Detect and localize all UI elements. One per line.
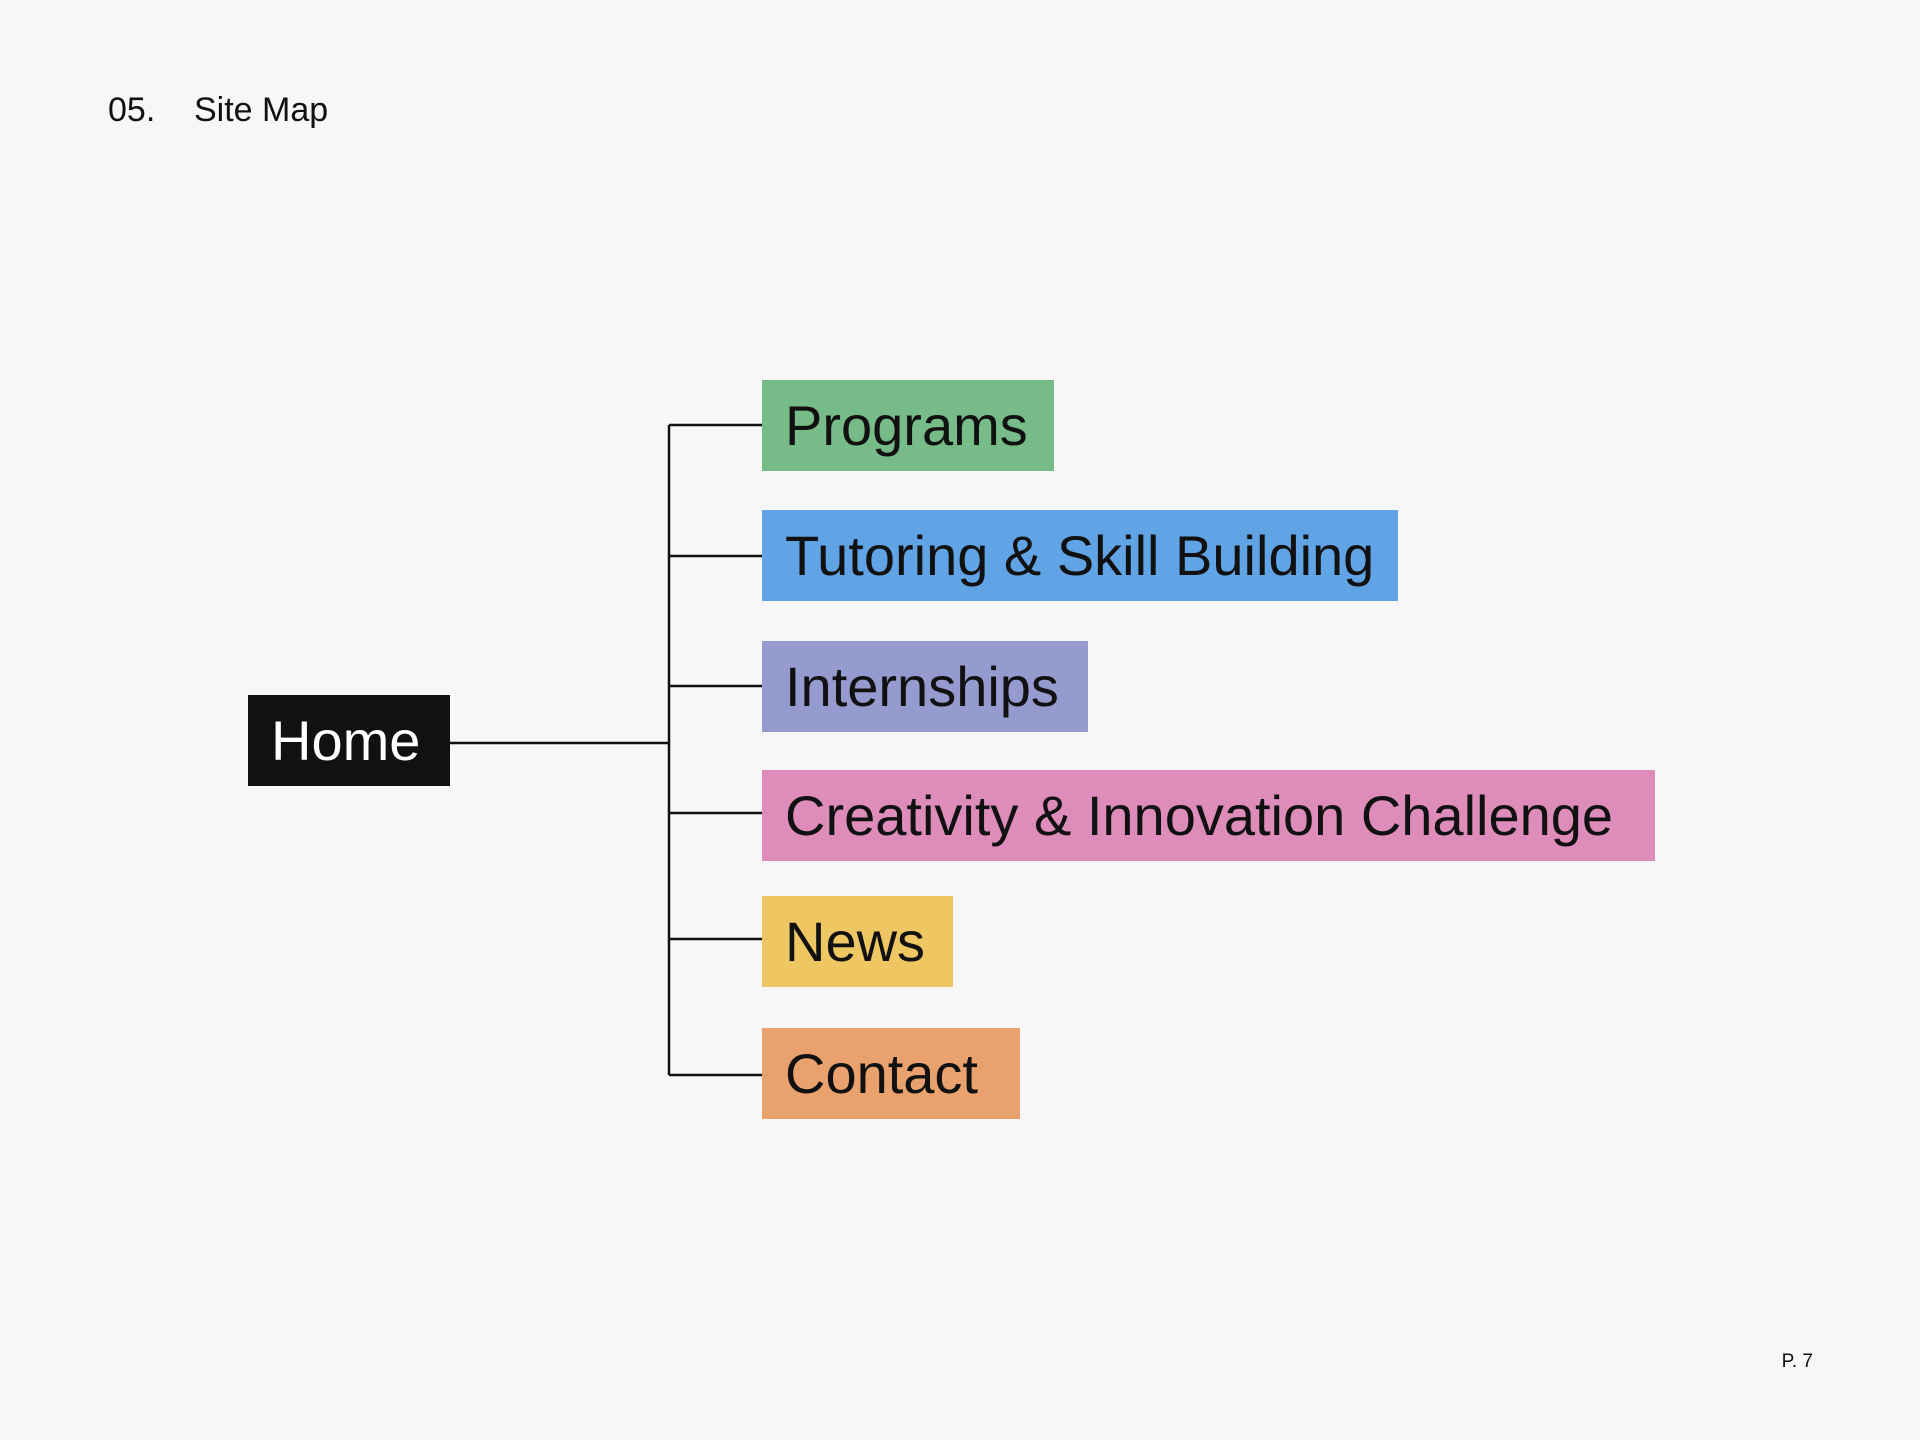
node-news: News [762,896,953,987]
node-contact: Contact [762,1028,1020,1119]
page-number: P. 7 [1781,1351,1813,1372]
node-programs: Programs [762,380,1054,471]
page-title: Site Map [194,91,329,129]
section-number: 05. [108,91,156,129]
page-header: 05. Site Map [108,88,328,132]
node-internships: Internships [762,641,1088,732]
node-tutoring-skill-building: Tutoring & Skill Building [762,510,1398,601]
node-creativity-innovation-challenge: Creativity & Innovation Challenge [762,770,1655,861]
node-home: Home [248,695,450,786]
